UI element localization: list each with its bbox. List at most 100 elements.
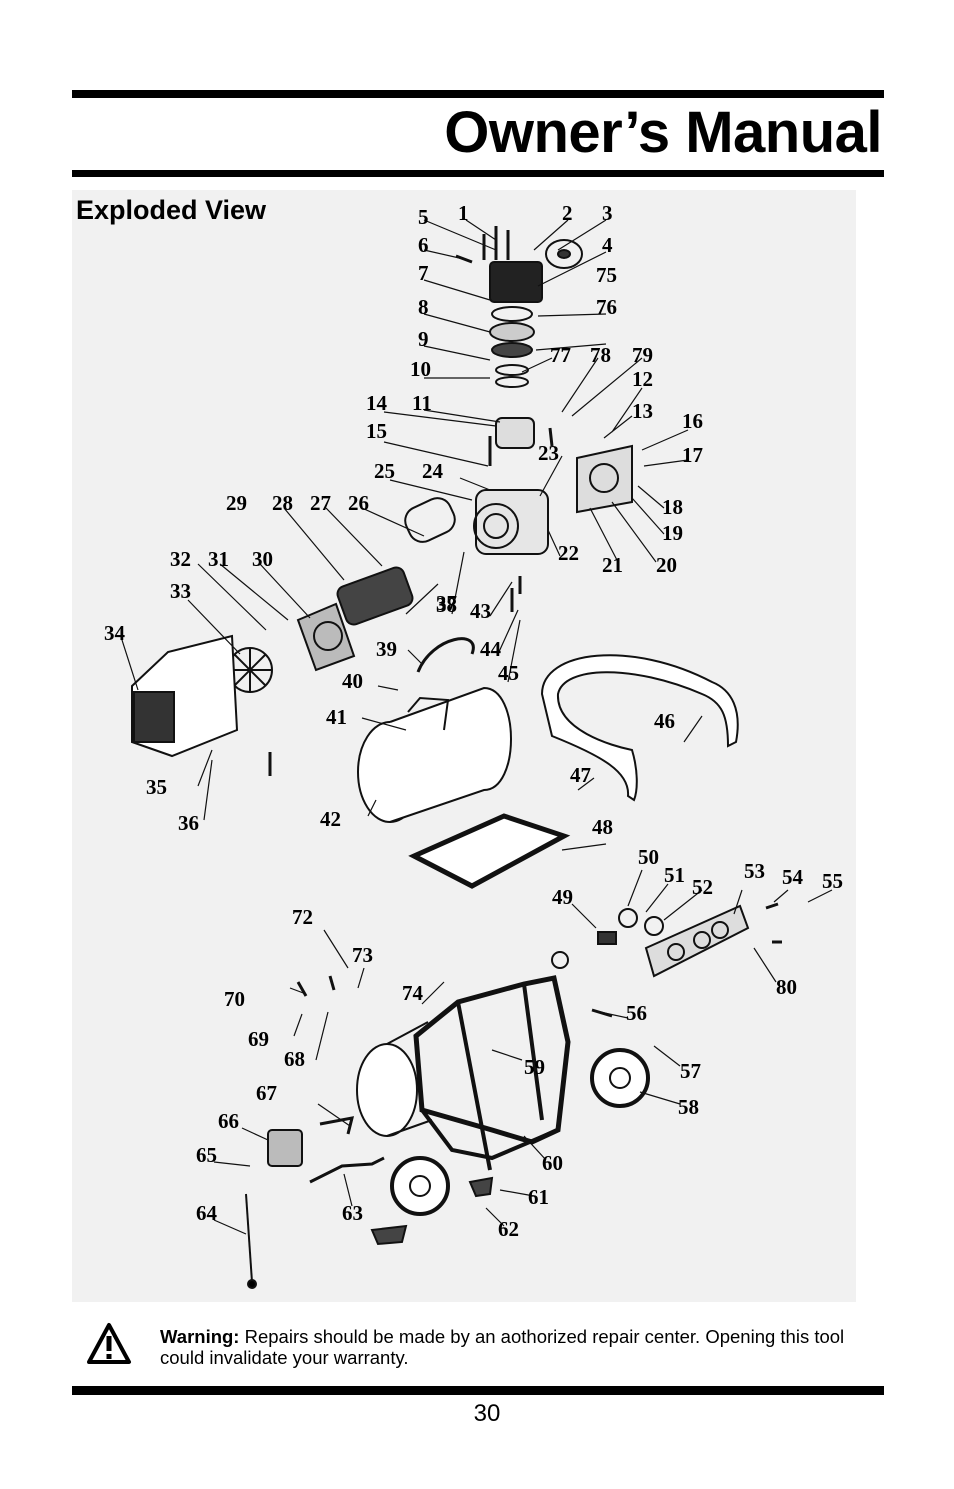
part-label: 34	[104, 621, 126, 645]
part-label: 33	[170, 579, 191, 603]
part-label: 2	[562, 201, 573, 225]
section-heading: Exploded View	[76, 195, 267, 225]
header-rule-bottom	[72, 170, 884, 177]
part-label: 66	[218, 1109, 239, 1133]
part-label: 52	[692, 875, 713, 899]
tank	[389, 686, 512, 823]
part-label: 54	[782, 865, 804, 889]
part-label: 25	[374, 459, 395, 483]
wheel-left	[390, 1156, 450, 1216]
part-label: 1	[458, 201, 469, 225]
part-label: 18	[662, 495, 683, 519]
part-label: 69	[248, 1027, 269, 1051]
crankcase-cover	[576, 444, 633, 514]
part-label: 70	[224, 987, 245, 1011]
part-label: 51	[664, 863, 685, 887]
part-label: 14	[366, 391, 388, 415]
part-label: 76	[596, 295, 617, 319]
part-label: 11	[412, 391, 432, 415]
part-label: 72	[292, 905, 313, 929]
part-label: 58	[678, 1095, 699, 1119]
pressure-switch	[267, 1129, 303, 1167]
base-plate	[408, 813, 571, 889]
part-label: 4	[602, 233, 613, 257]
part-label: 64	[196, 1201, 218, 1225]
part-label: 78	[590, 343, 611, 367]
part-label: 67	[256, 1081, 277, 1105]
part-label: 20	[656, 553, 677, 577]
part-label: 56	[626, 1001, 647, 1025]
valve-gasket	[491, 342, 533, 358]
part-label: 27	[310, 491, 331, 515]
drain-valve	[245, 1193, 253, 1283]
air-filter	[545, 239, 583, 269]
part-label: 77	[550, 343, 571, 367]
part-label: 57	[680, 1059, 701, 1083]
part-label: 39	[376, 637, 397, 661]
hose	[416, 637, 475, 673]
part-label: 15	[366, 419, 387, 443]
head-gasket	[491, 306, 533, 322]
part-label: 80	[776, 975, 797, 999]
part-label: 22	[558, 541, 579, 565]
part-label: 47	[570, 763, 591, 787]
warning-label: Warning:	[160, 1326, 240, 1347]
gauge	[618, 908, 638, 928]
part-label: 53	[744, 859, 765, 883]
control-panel	[644, 904, 750, 978]
frame	[413, 975, 571, 1145]
part-label: 35	[146, 775, 167, 799]
part-label: 16	[682, 409, 703, 433]
part-label: 5	[418, 205, 429, 229]
part-label: 63	[342, 1201, 363, 1225]
part-label: 40	[342, 669, 363, 693]
handle	[540, 654, 739, 802]
part-label: 73	[352, 943, 373, 967]
part-label: 9	[418, 327, 429, 351]
part-label: 48	[592, 815, 613, 839]
crankcase	[475, 489, 549, 555]
part-label: 36	[178, 811, 199, 835]
footer-rule	[72, 1386, 884, 1395]
part-label: 43	[470, 599, 491, 623]
warning-notice: Warning: Repairs should be made by an ao…	[160, 1326, 886, 1368]
page-number: 30	[473, 1400, 501, 1427]
part-label: 23	[538, 441, 559, 465]
part-label: 26	[348, 491, 369, 515]
page-title: Owner’s Manual	[444, 100, 882, 165]
part-label: 19	[662, 521, 683, 545]
part-label: 6	[418, 233, 429, 257]
part-label: 13	[632, 399, 653, 423]
motor-end-bell	[296, 602, 356, 672]
part-label: 7	[418, 261, 429, 285]
part-label: 3	[602, 201, 613, 225]
part-label: 21	[602, 553, 623, 577]
rubber-foot	[468, 1176, 494, 1198]
exploded-view-diagram: 5 1 2 3 6 4 7 75 8 76 9 77 78 79 10 12 1…	[72, 190, 856, 1302]
piston-ring	[495, 364, 529, 376]
part-label: 50	[638, 845, 659, 869]
cylinder	[495, 417, 535, 449]
part-label: 45	[498, 661, 519, 685]
wheel-right	[590, 1048, 650, 1108]
part-label: 28	[272, 491, 293, 515]
rotor	[336, 566, 414, 626]
part-label: 65	[196, 1143, 217, 1167]
part-label: 30	[252, 547, 273, 571]
part-label: 46	[654, 709, 675, 733]
part-label: 44	[480, 637, 502, 661]
part-label: 41	[326, 705, 347, 729]
part-label: 8	[418, 295, 429, 319]
part-label: 42	[320, 807, 341, 831]
part-label: 75	[596, 263, 617, 287]
part-label: 24	[422, 459, 444, 483]
part-label: 17	[682, 443, 703, 467]
tube	[309, 1156, 385, 1184]
part-label: 10	[410, 357, 431, 381]
part-label: 38	[436, 593, 457, 617]
part-label: 74	[402, 981, 424, 1005]
part-label: 59	[524, 1055, 545, 1079]
part-label: 61	[528, 1185, 549, 1209]
motor-sleeve	[404, 497, 456, 543]
part-label: 31	[208, 547, 229, 571]
